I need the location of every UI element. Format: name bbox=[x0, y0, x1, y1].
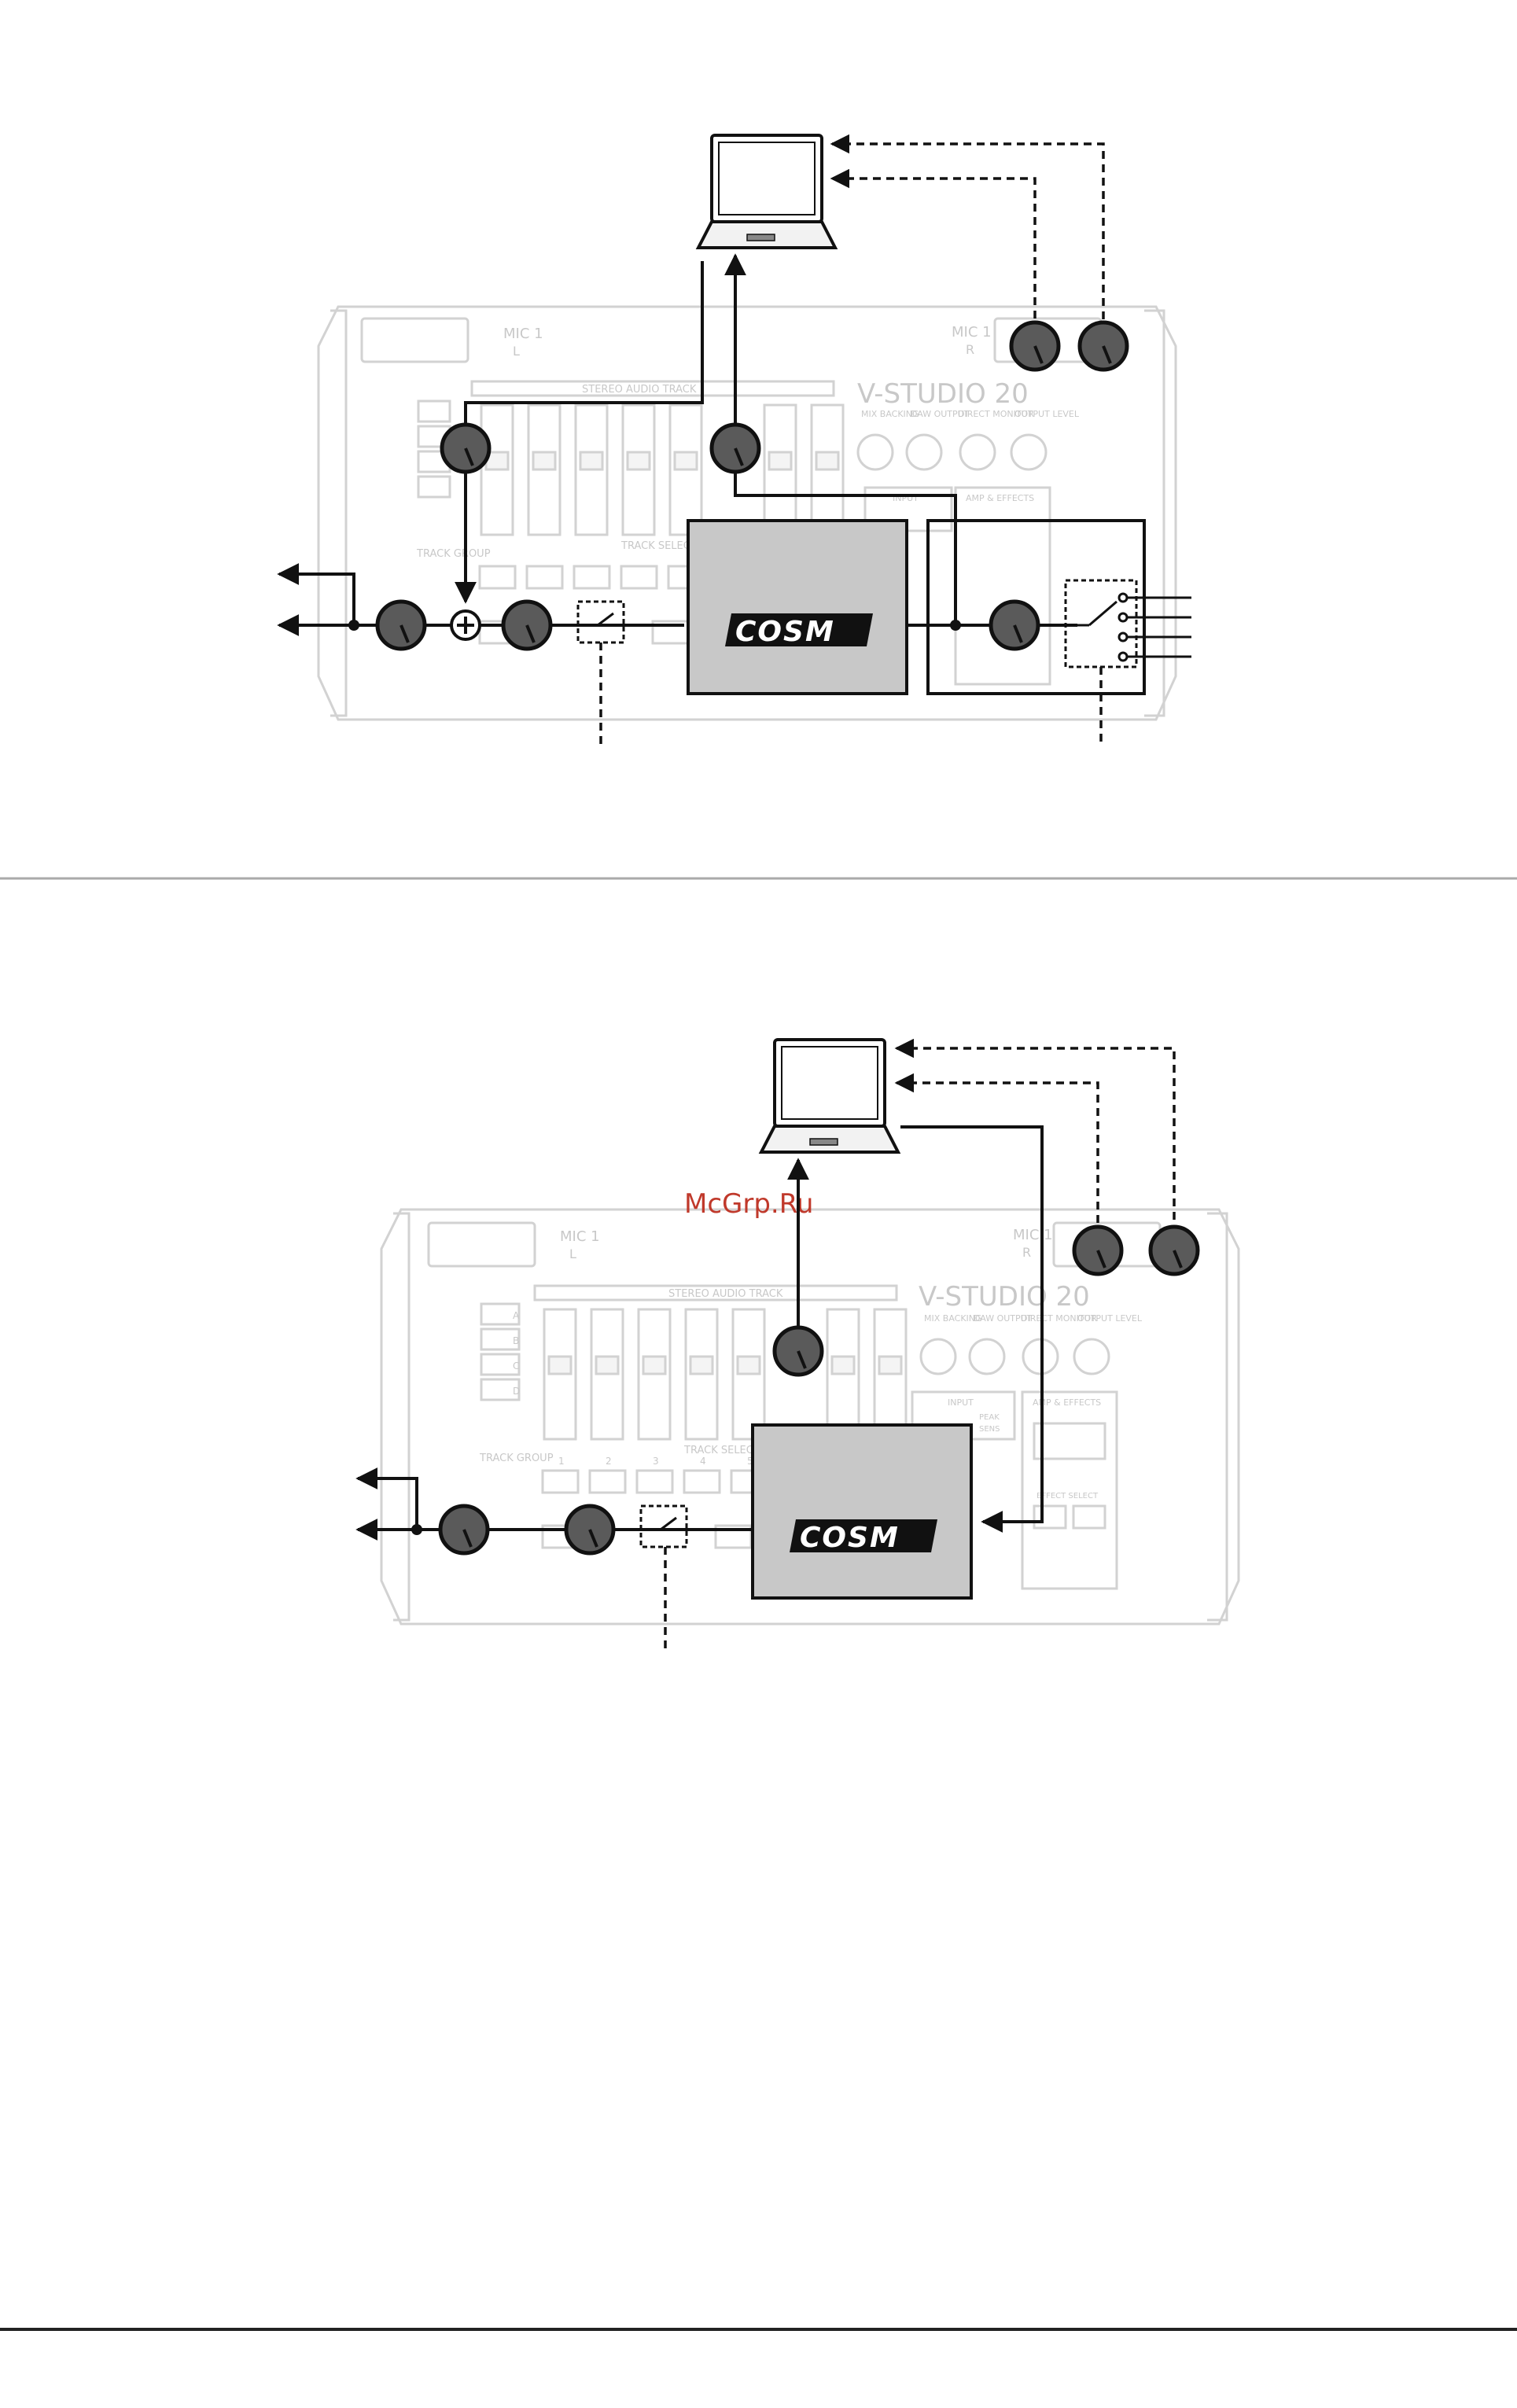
switch-icon bbox=[576, 600, 625, 644]
knob-icon bbox=[501, 599, 553, 651]
knob-icon bbox=[440, 422, 492, 474]
track-select-buttons-lower bbox=[541, 1469, 768, 1549]
knob-icon bbox=[564, 1504, 616, 1556]
knob-label-mix-backing: MIX BACKING bbox=[924, 1313, 982, 1324]
track-number-5: 5 bbox=[747, 1456, 753, 1467]
knob-icon bbox=[709, 422, 761, 474]
sens-label: SENS bbox=[979, 1425, 1000, 1434]
knob-label-daw-output: DAW OUTPUT bbox=[911, 409, 970, 419]
knob-icon bbox=[1072, 1224, 1124, 1276]
stereo-audio-track-label: STEREO AUDIO TRACK bbox=[668, 1288, 783, 1300]
faders-upper bbox=[480, 403, 845, 536]
knob-icon bbox=[1077, 320, 1129, 372]
scene-buttons-lower: A B C D bbox=[480, 1302, 521, 1401]
mic-right-sub-label: R bbox=[966, 342, 974, 357]
panel-knobs-upper: MIX BACKING DAW OUTPUT DIRECT MONITOR OU… bbox=[856, 409, 1080, 471]
dashed-wire-right-outer bbox=[894, 1038, 1176, 1246]
knob-icon bbox=[1148, 1224, 1200, 1276]
brand-label: V-STUDIO 20 bbox=[857, 378, 1029, 410]
lower-diagram: MIC 1 L MIC 1 R STEREO AUDIO TRACK V-STU… bbox=[355, 1038, 1240, 1651]
device-panel-upper: MIC 1 L MIC 1 R STEREO AUDIO TRACK V-STU… bbox=[317, 305, 1177, 721]
stereo-audio-track-label: STEREO AUDIO TRACK bbox=[582, 384, 697, 396]
amp-effects-label: AMP & EFFECTS bbox=[1033, 1397, 1101, 1408]
knob-label-output-level: OUTPUT LEVEL bbox=[1014, 409, 1080, 419]
junction-dot bbox=[411, 1524, 422, 1535]
brand-label: V-STUDIO 20 bbox=[919, 1281, 1090, 1313]
upper-diagram: MIC 1 L MIC 1 R STEREO AUDIO TRACK V-STU… bbox=[277, 134, 1191, 747]
track-select-label: TRACK SELECT bbox=[683, 1445, 760, 1456]
input-label: INPUT bbox=[948, 1397, 974, 1408]
scene-label-c: C bbox=[513, 1360, 519, 1372]
peak-label: PEAK bbox=[979, 1413, 1000, 1422]
track-number-2: 2 bbox=[606, 1456, 612, 1467]
knob-label-mix-backing: MIX BACKING bbox=[861, 409, 919, 419]
dashed-wire-right-outer bbox=[830, 134, 1105, 346]
faders-lower bbox=[543, 1308, 908, 1441]
junction-dot bbox=[950, 620, 961, 631]
mic-left-sub-label: L bbox=[569, 1246, 576, 1261]
laptop-icon bbox=[695, 134, 838, 249]
watermark-text: McGrp.Ru bbox=[684, 1188, 813, 1220]
track-number-1: 1 bbox=[558, 1456, 565, 1467]
summing-junction-icon bbox=[450, 609, 481, 641]
knob-icon bbox=[1009, 320, 1061, 372]
junction-dot bbox=[348, 620, 359, 631]
knob-icon bbox=[375, 599, 427, 651]
scene-label-a: A bbox=[513, 1310, 520, 1321]
knob-label-direct-monitor: DIRECT MONITOR bbox=[958, 409, 1034, 419]
dashed-wire-right-inner bbox=[894, 1073, 1099, 1223]
knob-label-daw-output: DAW OUTPUT bbox=[974, 1313, 1033, 1324]
track-numbers-lower: 1 2 3 4 5 bbox=[558, 1456, 753, 1467]
mic-left-sub-label: L bbox=[513, 344, 520, 359]
track-number-4: 4 bbox=[700, 1456, 706, 1467]
mic-left-label: MIC 1 bbox=[503, 326, 543, 342]
wire-split-up bbox=[367, 1477, 418, 1530]
switch-icon bbox=[639, 1504, 688, 1548]
cosm-label: COSM bbox=[735, 616, 835, 648]
cosm-block-lower: COSM bbox=[751, 1423, 973, 1600]
mic-left-label: MIC 1 bbox=[560, 1228, 600, 1245]
cosm-label: COSM bbox=[800, 1522, 900, 1554]
panel-knobs-lower: MIX BACKING DAW OUTPUT DIRECT MONITOR OU… bbox=[919, 1313, 1143, 1375]
amp-effects-label: AMP & EFFECTS bbox=[966, 493, 1034, 503]
knob-label-direct-monitor: DIRECT MONITOR bbox=[1021, 1313, 1097, 1324]
mic-right-label: MIC 1 bbox=[952, 324, 992, 341]
wire-knob-to-mixer bbox=[734, 472, 957, 625]
knob-icon bbox=[772, 1325, 824, 1377]
wire-laptop-to-mix bbox=[464, 261, 704, 444]
laptop-icon bbox=[758, 1038, 901, 1154]
device-panel-lower: MIC 1 L MIC 1 R STEREO AUDIO TRACK V-STU… bbox=[380, 1208, 1240, 1626]
track-number-3: 3 bbox=[653, 1456, 659, 1467]
track-group-label: TRACK GROUP bbox=[479, 1453, 554, 1464]
scene-label-d: D bbox=[513, 1386, 520, 1397]
knob-icon bbox=[438, 1504, 490, 1556]
wire-split-up bbox=[289, 573, 355, 625]
mic-right-sub-label: R bbox=[1022, 1245, 1031, 1260]
track-select-label: TRACK SELECT bbox=[620, 540, 697, 552]
track-group-label: TRACK GROUP bbox=[416, 548, 491, 560]
scene-label-b: B bbox=[513, 1335, 519, 1346]
mic-right-label: MIC 1 bbox=[1013, 1227, 1053, 1243]
wire-laptop-to-cosm bbox=[900, 1125, 1044, 1533]
knob-icon bbox=[989, 599, 1040, 651]
dashed-wire-right-inner bbox=[830, 168, 1036, 318]
output-selector-box bbox=[926, 519, 1191, 695]
effect-select-label: EFFECT SELECT bbox=[1036, 1492, 1099, 1500]
knob-label-output-level: OUTPUT LEVEL bbox=[1077, 1313, 1143, 1324]
cosm-block-upper: COSM bbox=[687, 519, 908, 695]
